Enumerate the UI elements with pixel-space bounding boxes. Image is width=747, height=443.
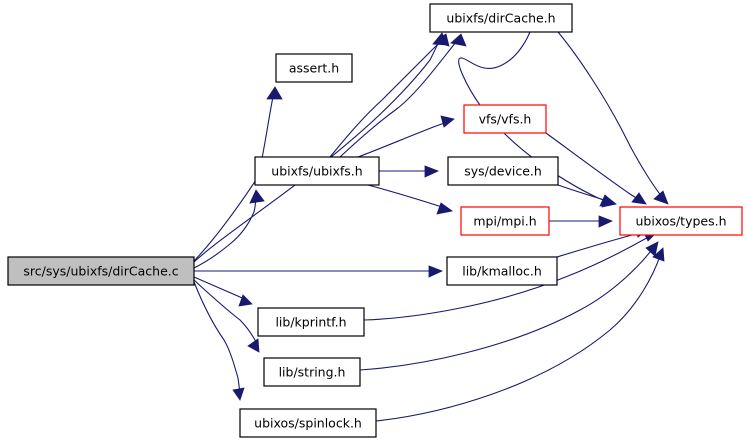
node-label: assert.h <box>289 61 339 76</box>
edge-arrowhead <box>450 33 467 47</box>
graph-node-string_h[interactable]: lib/string.h <box>263 357 361 387</box>
graph-node-device_h[interactable]: sys/device.h <box>447 156 559 186</box>
edge-line <box>375 249 663 422</box>
edge-root-to-ubixfs_h <box>193 189 265 269</box>
node-label: src/sys/ubixfs/dirCache.c <box>23 264 178 279</box>
edge-ubixfs_h-to-dircache_h <box>329 33 450 158</box>
graph-node-kmalloc_h[interactable]: lib/kmalloc.h <box>446 256 558 286</box>
edge-ubixfs_h-to-dircache_h <box>339 33 467 158</box>
edge-root-to-string_h <box>193 279 260 353</box>
graph-node-root[interactable]: src/sys/ubixfs/dirCache.c <box>7 256 195 286</box>
edge-arrowhead <box>631 192 647 205</box>
node-box[interactable] <box>263 357 361 387</box>
nodes-layer: src/sys/ubixfs/dirCache.c ubixfs/dirCache… <box>7 3 743 438</box>
edge-mpi_h-to-types_h <box>549 215 614 228</box>
edge-vfs_h-to-types_h <box>545 132 647 205</box>
edge-ubixfs_h-to-vfs_h <box>357 115 455 158</box>
node-box[interactable] <box>257 307 365 337</box>
edge-line <box>557 31 667 203</box>
node-box[interactable] <box>254 156 380 186</box>
graph-node-assert_h[interactable]: assert.h <box>275 53 353 83</box>
node-label: ubixfs/dirCache.h <box>446 11 555 26</box>
edge-arrowhead <box>652 247 665 262</box>
node-label: lib/kprintf.h <box>275 315 346 330</box>
graph-node-vfs_h[interactable]: vfs/vfs.h <box>463 104 547 134</box>
graph-node-types_h[interactable]: ubixos/types.h <box>619 206 743 236</box>
edge-arrowhead <box>601 195 617 208</box>
edge-line <box>339 35 461 158</box>
node-label: sys/device.h <box>464 164 542 179</box>
edge-arrowhead <box>653 190 669 205</box>
node-label: mpi/mpi.h <box>473 214 536 229</box>
edge-arrowhead <box>247 338 260 353</box>
edge-line <box>193 191 257 269</box>
edge-arrowhead <box>434 33 450 47</box>
edge-root-to-kprintf_h <box>193 276 253 307</box>
edge-arrowhead <box>238 294 253 307</box>
graph-node-mpi_h[interactable]: mpi/mpi.h <box>460 206 550 236</box>
edge-arrowhead <box>428 265 444 278</box>
edge-line <box>193 281 241 399</box>
graph-node-kprintf_h[interactable]: lib/kprintf.h <box>257 307 365 337</box>
graph-node-dircache_h[interactable]: ubixfs/dirCache.h <box>429 3 573 33</box>
node-box[interactable] <box>447 156 559 186</box>
edge-arrowhead <box>440 115 455 128</box>
edge-arrowhead <box>436 202 453 215</box>
node-label: lib/string.h <box>279 365 346 380</box>
edge-dircache_h-to-types_h <box>557 31 669 205</box>
node-label: ubixos/spinlock.h <box>254 416 362 431</box>
node-label: ubixos/types.h <box>635 214 726 229</box>
node-label: ubixfs/ubixfs.h <box>271 164 362 179</box>
node-box[interactable] <box>239 408 377 438</box>
edge-line <box>359 243 657 371</box>
edge-arrowhead <box>266 86 283 100</box>
edge-arrowhead <box>424 165 440 178</box>
edge-root-to-spinlock_h <box>193 281 245 401</box>
edge-line <box>367 184 451 211</box>
edge-ubixfs_h-to-mpi_h <box>367 184 453 215</box>
graph-node-spinlock_h[interactable]: ubixos/spinlock.h <box>239 408 377 438</box>
edge-ubixfs_h-to-device_h <box>379 165 440 178</box>
node-box[interactable] <box>7 256 195 286</box>
node-box[interactable] <box>460 206 550 236</box>
node-box[interactable] <box>619 206 743 236</box>
node-label: vfs/vfs.h <box>479 112 532 127</box>
node-box[interactable] <box>275 53 353 83</box>
node-box[interactable] <box>446 256 558 286</box>
edge-spinlock_h-to-types_h <box>375 247 665 422</box>
node-label: lib/kmalloc.h <box>462 264 542 279</box>
edge-line <box>357 119 453 158</box>
edge-arrowhead <box>645 241 659 257</box>
node-box[interactable] <box>463 104 547 134</box>
edge-device_h-to-types_h <box>557 184 617 208</box>
graph-node-ubixfs_h[interactable]: ubixfs/ubixfs.h <box>254 156 380 186</box>
edge-string_h-to-types_h <box>359 241 659 371</box>
edge-arrowhead <box>249 189 265 204</box>
edges-layer <box>193 31 669 422</box>
edge-arrowhead <box>598 215 614 228</box>
edge-arrowhead <box>232 387 245 401</box>
edge-root-to-kmalloc_h <box>194 265 444 278</box>
node-box[interactable] <box>429 3 573 33</box>
